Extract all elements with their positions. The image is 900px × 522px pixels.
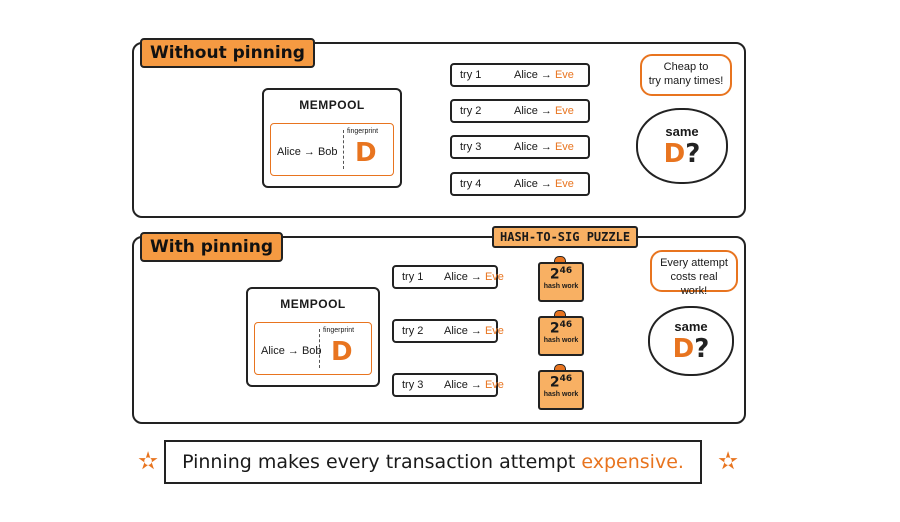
hash-puzzle-box: 246 hash work bbox=[538, 370, 584, 410]
try-to: Eve bbox=[554, 178, 574, 190]
mempool-title: MEMPOOL bbox=[299, 98, 365, 112]
hash-puzzle-box: 246 hash work bbox=[538, 316, 584, 356]
cloud-letter: D bbox=[663, 139, 686, 169]
section-tag-with-pinning: With pinning bbox=[140, 232, 284, 262]
fingerprint-value: D bbox=[355, 138, 377, 168]
speech-bubble-costly: Every attempt costs real work! bbox=[650, 250, 738, 297]
cloud-word: same bbox=[665, 124, 699, 139]
transaction-text: Alice → Bob bbox=[261, 345, 322, 357]
puzzle-title-tag: HASH-TO-SIG PUZZLE bbox=[492, 226, 639, 248]
try-from: Alice → bbox=[444, 325, 485, 337]
dashed-divider bbox=[343, 130, 344, 169]
thought-cloud-top: same D? bbox=[636, 108, 728, 184]
try-from: Alice → bbox=[514, 141, 555, 153]
transaction-text: Alice → Bob bbox=[277, 146, 338, 158]
try-box: try 1 Alice → Eve bbox=[392, 265, 504, 289]
try-to: Eve bbox=[484, 271, 504, 283]
puzzle-exponent: 46 bbox=[559, 320, 573, 330]
mempool-box: MEMPOOL Alice → Bob fingerprint D bbox=[246, 287, 380, 387]
try-label: try 4 bbox=[460, 178, 482, 190]
cloud-word: same bbox=[674, 319, 708, 334]
mempool-box: MEMPOOL Alice → Bob fingerprint D bbox=[262, 88, 402, 188]
star-icon: ✫ bbox=[138, 448, 159, 475]
mempool-transaction: Alice → Bob fingerprint D bbox=[254, 322, 372, 375]
fingerprint-value: D bbox=[331, 337, 353, 367]
puzzle-work-label: hash work bbox=[543, 282, 579, 290]
try-from: Alice → bbox=[514, 105, 555, 117]
try-to: Eve bbox=[554, 105, 574, 117]
try-label: try 3 bbox=[402, 379, 424, 391]
try-from: Alice → bbox=[514, 69, 555, 81]
puzzle-work-label: hash work bbox=[543, 390, 579, 398]
cloud-mark: ? bbox=[694, 334, 710, 364]
try-label: try 2 bbox=[402, 325, 424, 337]
hash-puzzle-box: 246 hash work bbox=[538, 262, 584, 302]
try-box: try 2 Alice → Eve bbox=[392, 319, 504, 343]
cloud-mark: ? bbox=[685, 139, 701, 169]
dashed-divider bbox=[319, 329, 320, 368]
try-to: Eve bbox=[554, 141, 574, 153]
try-from: Alice → bbox=[514, 178, 555, 190]
try-box: try 3 Alice → Eve bbox=[450, 135, 590, 159]
bubble-line: costs real work! bbox=[670, 271, 718, 297]
bubble-line: Every attempt bbox=[660, 257, 728, 269]
puzzle-base: 2 bbox=[549, 320, 560, 337]
section-tag-without-pinning: Without pinning bbox=[140, 38, 315, 68]
try-box: try 1 Alice → Eve bbox=[450, 63, 590, 87]
try-box: try 2 Alice → Eve bbox=[450, 99, 590, 123]
star-icon: ✫ bbox=[718, 448, 739, 475]
mempool-title: MEMPOOL bbox=[280, 297, 346, 311]
cloud-letter: D bbox=[672, 334, 695, 364]
puzzle-exponent: 46 bbox=[559, 374, 573, 384]
fingerprint-label: fingerprint bbox=[347, 128, 379, 135]
puzzle-exponent: 46 bbox=[559, 266, 573, 276]
try-label: try 2 bbox=[460, 105, 482, 117]
fingerprint-label: fingerprint bbox=[323, 327, 355, 334]
puzzle-base: 2 bbox=[549, 266, 560, 283]
try-to: Eve bbox=[484, 379, 504, 391]
thought-cloud-bottom: same D? bbox=[648, 306, 734, 376]
banner-accent: expensive. bbox=[581, 451, 684, 473]
speech-bubble-cheap: Cheap to try many times! bbox=[640, 54, 732, 96]
try-from: Alice → bbox=[444, 271, 485, 283]
banner-text: Pinning makes every transaction attempt bbox=[182, 451, 582, 473]
puzzle-base: 2 bbox=[549, 374, 560, 391]
try-box: try 3 Alice → Eve bbox=[392, 373, 504, 397]
try-box: try 4 Alice → Eve bbox=[450, 172, 590, 196]
bubble-line: Cheap to bbox=[663, 61, 709, 73]
mempool-transaction: Alice → Bob fingerprint D bbox=[270, 123, 394, 176]
try-label: try 1 bbox=[460, 69, 482, 81]
bubble-line: try many times! bbox=[648, 75, 724, 87]
puzzle-work-label: hash work bbox=[543, 336, 579, 344]
try-label: try 1 bbox=[402, 271, 424, 283]
summary-banner: Pinning makes every transaction attempt … bbox=[164, 440, 702, 484]
try-to: Eve bbox=[484, 325, 504, 337]
try-from: Alice → bbox=[444, 379, 485, 391]
try-label: try 3 bbox=[460, 141, 482, 153]
try-to: Eve bbox=[554, 69, 574, 81]
